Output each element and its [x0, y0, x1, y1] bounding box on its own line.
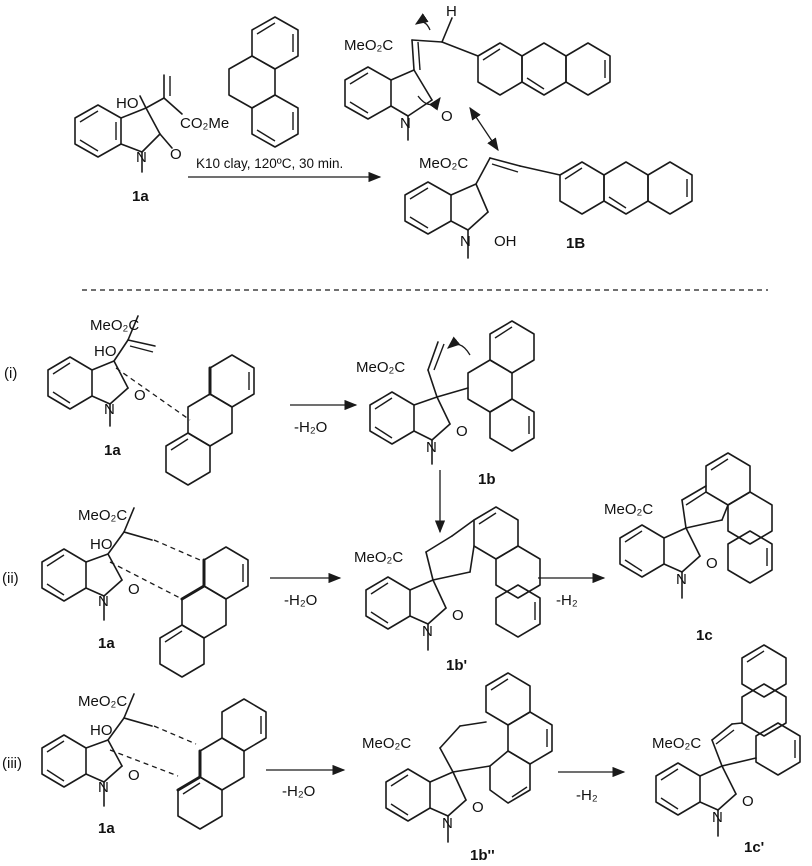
row-ii-ho: HO [90, 536, 113, 553]
molecule-1a-top [74, 74, 183, 173]
row-i-1b-o: O [456, 423, 468, 440]
nitrogen-1B: N [460, 233, 471, 250]
ester-label-1B: MeO₂C [419, 155, 468, 172]
label-1b-double-prime: 1b'' [470, 847, 495, 864]
row-ii-label: (ii) [2, 570, 19, 587]
molecule-1b [369, 320, 535, 465]
row-ii-1c-o: O [706, 555, 718, 572]
ester-label-upper: MeO₂C [344, 37, 393, 54]
row-i-1b-ester: MeO₂C [356, 359, 405, 376]
row-ii-1b-o: O [452, 607, 464, 624]
label-1c-prime: 1c' [744, 839, 764, 856]
row-iii-ester: MeO₂C [78, 693, 127, 710]
row-ii-arrow-text: -H₂O [284, 592, 317, 609]
row-iii-ho: HO [90, 722, 113, 739]
row-i-1b-n: N [426, 439, 437, 456]
row-iii-arrow-text: -H₂O [282, 783, 315, 800]
ester-label: CO₂Me [180, 115, 229, 132]
label-1B: 1B [566, 235, 585, 252]
row-iii-1c-n: N [712, 809, 723, 826]
resonance-arrow [469, 106, 499, 152]
nitrogen-label: N [136, 149, 147, 166]
label-1b-prime: 1b' [446, 657, 467, 674]
nitrogen-upper: N [400, 115, 411, 132]
row-i-1a [47, 315, 191, 427]
row-i-label: (i) [4, 365, 17, 382]
row-i-o: O [134, 387, 146, 404]
row-iii-n: N [98, 779, 109, 796]
row-ii-1c-ester: MeO₂C [604, 501, 653, 518]
label-1c: 1c [696, 627, 713, 644]
row-ii-anthracene [159, 546, 249, 678]
row-ii: (ii) MeO₂C HO O N 1a [2, 452, 773, 678]
label-1b: 1b [478, 471, 496, 488]
row-iii-o: O [128, 767, 140, 784]
intermediate-1B [404, 157, 693, 259]
h-label: H [446, 3, 457, 20]
molecule-1c-prime [655, 644, 801, 837]
row-ii-ester: MeO₂C [78, 507, 127, 524]
row-i-ho: HO [94, 343, 117, 360]
row-iii-1b-o: O [472, 799, 484, 816]
conditions-text: K10 clay, 120ºC, 30 min. [196, 156, 343, 171]
molecule-1b-double-prime [385, 672, 553, 843]
row-ii-1b-n: N [422, 623, 433, 640]
row-iii-arrow-2-text: -H₂ [576, 787, 598, 804]
row-ii-1a [41, 507, 201, 621]
row-ii-1b-ester: MeO₂C [354, 549, 403, 566]
row-i-anthracene [165, 354, 255, 486]
row-iii-label: (iii) [2, 755, 22, 772]
row-iii-1a-label: 1a [98, 820, 115, 837]
row-iii: (iii) MeO₂C HO O N 1a [2, 644, 801, 864]
row-i: (i) MeO₂C HO O N 1a [4, 315, 535, 534]
row-i-ester: MeO₂C [90, 317, 139, 334]
row-ii-1c-n: N [676, 571, 687, 588]
carbonyl-o-upper: O [441, 108, 453, 125]
intermediate-upper [344, 13, 611, 141]
label-1a-top: 1a [132, 188, 149, 205]
row-iii-anthracene [176, 698, 267, 830]
anthracene-reagent [228, 16, 299, 148]
row-ii-o: O [128, 581, 140, 598]
row-iii-1c-o: O [742, 793, 754, 810]
row-iii-1c-ester: MeO₂C [652, 735, 701, 752]
molecule-1c [619, 452, 773, 599]
row-ii-1a-label: 1a [98, 635, 115, 652]
carbonyl-o-label: O [170, 146, 182, 163]
row-iii-1b-ester: MeO₂C [362, 735, 411, 752]
molecule-1b-prime [365, 506, 541, 651]
row-ii-n: N [98, 593, 109, 610]
hydroxyl-label: HO [116, 95, 139, 112]
row-iii-1a [41, 693, 197, 807]
hydroxyl-1B: OH [494, 233, 517, 250]
row-i-arrow-text: -H₂O [294, 419, 327, 436]
row-i-1a-label: 1a [104, 442, 121, 459]
row-iii-1b-n: N [442, 815, 453, 832]
top-reaction: HO CO₂Me O N 1a K10 clay, 120ºC, 30 min. [74, 3, 693, 259]
row-i-n: N [104, 401, 115, 418]
row-ii-arrow-2-text: -H₂ [556, 592, 578, 609]
